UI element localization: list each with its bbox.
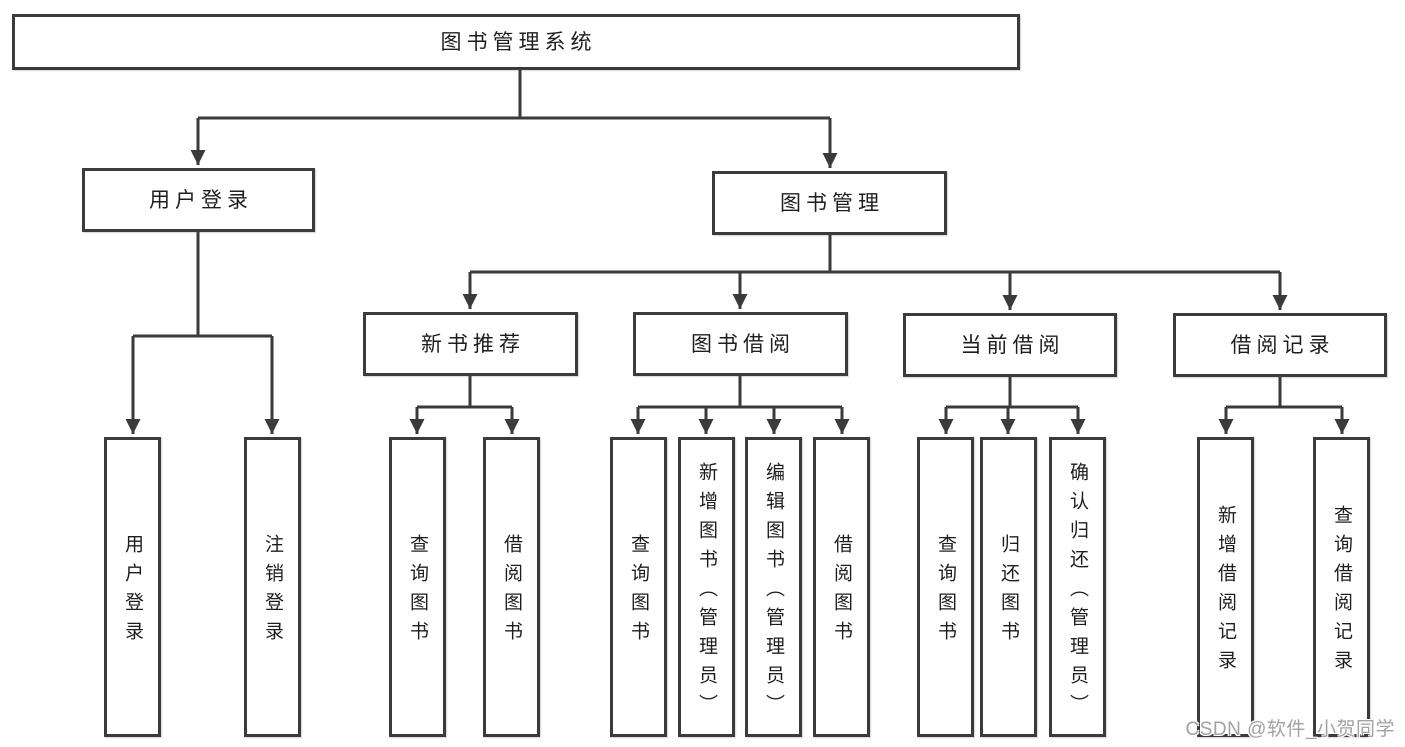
leaf-add-borrow-record: 新增借阅记录	[1197, 437, 1254, 737]
leaf-edit-books-admin-label: 编辑图书（管理员）	[763, 461, 784, 723]
node-book-management-label: 图书管理	[780, 191, 884, 215]
csdn-watermark: CSDN @软件_小贺同学	[1185, 719, 1395, 740]
leaf-query-books-3: 查询图书	[917, 437, 974, 737]
leaf-borrow-books-1-label: 借阅图书	[501, 534, 522, 650]
leaf-query-books-3-label: 查询图书	[935, 534, 956, 650]
leaf-user-login: 用户登录	[104, 437, 161, 737]
node-book-borrowing-label: 图书借阅	[691, 332, 795, 356]
leaf-user-login-label: 用户登录	[122, 534, 143, 650]
connector-group	[125, 70, 1350, 434]
node-new-book-recommendation: 新书推荐	[363, 312, 578, 376]
node-current-borrowing: 当前借阅	[903, 313, 1117, 377]
leaf-add-borrow-record-label: 新增借阅记录	[1215, 505, 1236, 679]
node-user-login-label: 用户登录	[149, 188, 253, 212]
leaf-query-books-2: 查询图书	[610, 437, 667, 737]
node-library-management-system-label: 图书管理系统	[440, 30, 597, 54]
node-library-management-system: 图书管理系统	[12, 14, 1020, 70]
leaf-borrow-books-1: 借阅图书	[483, 437, 540, 737]
node-user-login: 用户登录	[82, 168, 315, 232]
leaf-query-books-2-label: 查询图书	[628, 534, 649, 650]
leaf-confirm-return-admin: 确认归还（管理员）	[1049, 437, 1106, 737]
node-current-borrowing-label: 当前借阅	[960, 333, 1065, 357]
leaf-query-books-1-label: 查询图书	[407, 534, 428, 650]
node-book-borrowing: 图书借阅	[633, 312, 848, 376]
leaf-return-books-label: 归还图书	[998, 534, 1019, 650]
leaf-add-books-admin-label: 新增图书（管理员）	[696, 461, 717, 723]
node-new-book-recommendation-label: 新书推荐	[421, 332, 525, 356]
node-borrowing-records-label: 借阅记录	[1230, 333, 1335, 357]
leaf-edit-books-admin: 编辑图书（管理员）	[745, 437, 802, 737]
node-borrowing-records: 借阅记录	[1173, 313, 1387, 377]
leaf-query-borrow-record: 查询借阅记录	[1313, 437, 1370, 737]
leaf-return-books: 归还图书	[980, 437, 1037, 737]
leaf-query-books-1: 查询图书	[389, 437, 446, 737]
leaf-borrow-books-2-label: 借阅图书	[831, 534, 852, 650]
node-book-management: 图书管理	[712, 171, 947, 235]
leaf-borrow-books-2: 借阅图书	[813, 437, 870, 737]
leaf-add-books-admin: 新增图书（管理员）	[678, 437, 735, 737]
leaf-query-borrow-record-label: 查询借阅记录	[1331, 505, 1352, 679]
leaf-confirm-return-admin-label: 确认归还（管理员）	[1067, 461, 1088, 723]
leaf-logout: 注销登录	[244, 437, 301, 737]
leaf-logout-label: 注销登录	[262, 534, 283, 650]
